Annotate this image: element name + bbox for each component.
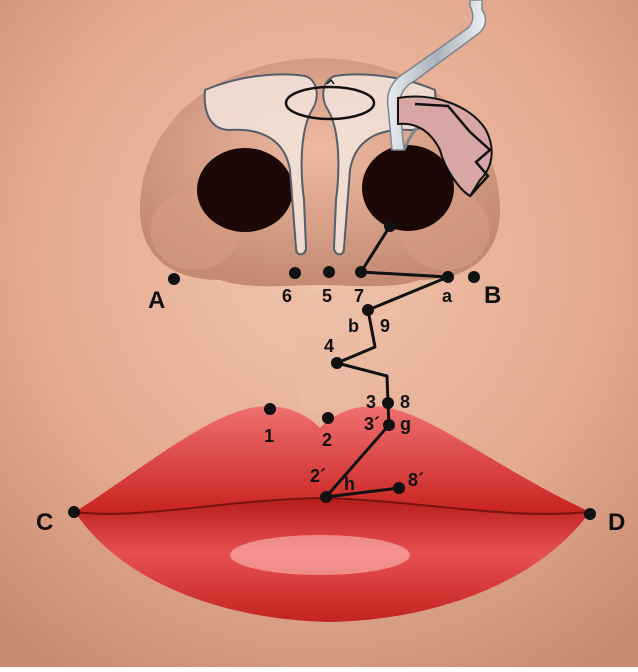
label-a: a <box>442 286 453 306</box>
label-2: 2 <box>322 430 332 450</box>
label-A: A <box>148 287 165 314</box>
point-1 <box>264 403 276 415</box>
point-2 <box>322 412 334 424</box>
label-3prime: 3´ <box>364 414 380 434</box>
label-h: h <box>344 474 355 494</box>
left-nostril <box>197 148 293 232</box>
label-C: C <box>36 509 53 536</box>
label-9: 9 <box>380 316 390 336</box>
label-8prime: 8´ <box>408 470 424 490</box>
point-D <box>584 508 596 520</box>
point-8prime <box>393 482 405 494</box>
point-3prime-g <box>383 419 395 431</box>
point-A <box>168 273 180 285</box>
label-g: g <box>400 414 411 434</box>
point-2prime <box>320 491 332 503</box>
right-nostril <box>362 145 454 231</box>
point-top <box>384 220 396 232</box>
point-5 <box>323 266 335 278</box>
label-1: 1 <box>264 426 274 446</box>
label-7: 7 <box>354 286 364 306</box>
label-6: 6 <box>282 286 292 306</box>
point-3-8 <box>382 397 394 409</box>
label-2prime: 2´ <box>310 466 326 486</box>
label-5: 5 <box>322 286 332 306</box>
label-D: D <box>608 509 625 536</box>
label-3: 3 <box>366 392 376 412</box>
label-8: 8 <box>400 392 410 412</box>
label-b: b <box>348 316 359 336</box>
label-4: 4 <box>324 336 334 356</box>
point-7 <box>355 266 367 278</box>
point-C <box>68 506 80 518</box>
point-6 <box>289 267 301 279</box>
point-B <box>468 271 480 283</box>
point-4 <box>331 357 343 369</box>
point-a <box>442 271 454 283</box>
label-B: B <box>484 282 501 309</box>
